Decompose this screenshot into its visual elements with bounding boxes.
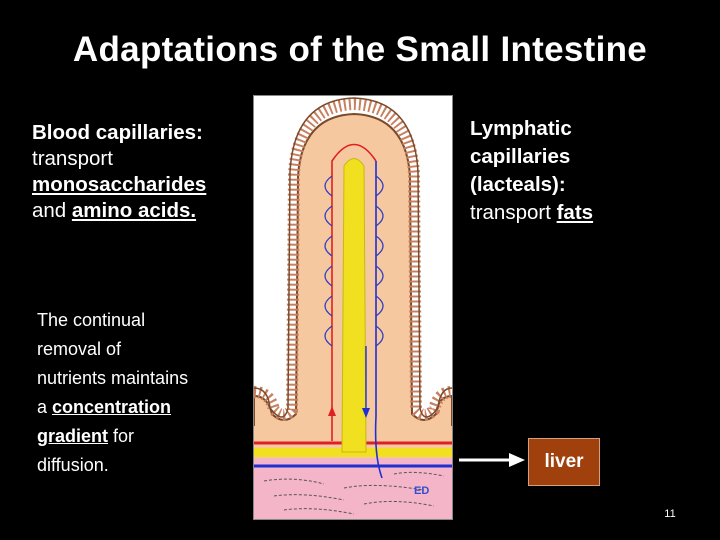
capillary-arteriole xyxy=(331,143,377,441)
villus-diagram: ED xyxy=(253,95,453,520)
note-line-1: The continual xyxy=(37,310,146,330)
capillary-venule xyxy=(374,161,383,479)
slide-title: Adaptations of the Small Intestine xyxy=(72,30,648,69)
note-a: a xyxy=(37,397,53,417)
lymph-transport: transport xyxy=(470,201,557,224)
and-text: and xyxy=(32,199,72,222)
lymphatic-capillaries-text: Lymphatic capillaries (lacteals): transp… xyxy=(470,115,670,227)
concentration-term: concentration xyxy=(52,397,172,417)
concentration-gradient-note: The continual removal of nutrients maint… xyxy=(37,306,237,480)
arrow-to-liver-icon xyxy=(459,453,525,467)
publisher-logo: ED xyxy=(414,485,429,497)
blood-capillaries-heading: Blood capillaries: xyxy=(32,121,203,144)
liver-box: liver xyxy=(528,438,600,486)
submucosa-texture xyxy=(263,471,445,515)
epithelium-outer xyxy=(254,97,452,421)
note-for: for xyxy=(108,426,135,446)
lymph-line-1: Lymphatic xyxy=(470,117,572,140)
fats-term: fats xyxy=(556,201,594,224)
blood-line-transport: transport xyxy=(32,147,113,170)
lacteal xyxy=(341,158,367,453)
venous-flow-arrow xyxy=(362,408,370,418)
blood-capillaries-text: Blood capillaries: transport monosacchar… xyxy=(32,120,252,224)
note-diffusion: diffusion. xyxy=(37,455,109,475)
note-line-3: nutrients maintains xyxy=(37,368,189,388)
capillary-loops-right xyxy=(375,175,384,347)
arterial-flow-arrow xyxy=(328,406,336,416)
villus-illustration: ED xyxy=(254,96,452,519)
gradient-term: gradient xyxy=(37,426,109,446)
lymph-line-2: capillaries xyxy=(470,145,571,168)
capillary-loops-left xyxy=(324,175,333,347)
monosaccharides-term: monosaccharides xyxy=(32,173,207,196)
amino-acids-term: amino acids. xyxy=(71,199,197,222)
page-number: 11 xyxy=(664,508,676,520)
lymph-line-3: (lacteals): xyxy=(470,173,566,196)
note-line-2: removal of xyxy=(37,339,122,359)
epithelium-border xyxy=(254,97,452,418)
